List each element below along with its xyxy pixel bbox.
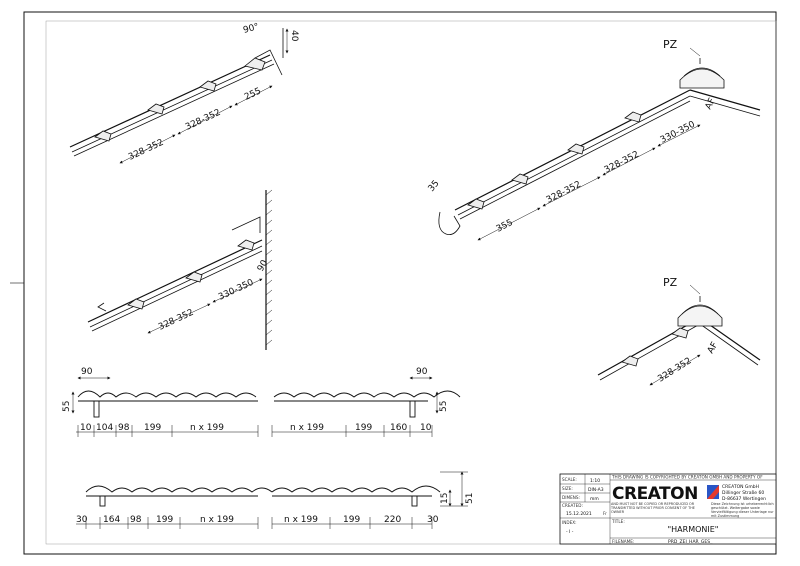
dim-top-left-c: 328-352	[127, 138, 165, 163]
row1-dim-2: 98	[118, 423, 130, 433]
row1-dim-8: 10	[420, 423, 432, 433]
row2-dim-7: 220	[384, 515, 401, 525]
row2-right-15: 15	[440, 493, 450, 504]
row2-dim-5: n x 199	[284, 515, 318, 525]
title-label: TITLE:	[611, 519, 625, 524]
scale-value: 1:10	[590, 478, 600, 484]
dim-top-left-h: 40	[289, 30, 299, 42]
callout-pz-top: PZ	[663, 38, 678, 51]
row1-dim-7: 160	[390, 423, 407, 433]
drawing-title: "HARMONIE"	[667, 525, 718, 534]
dim-top-left-angle: 90°	[242, 22, 260, 36]
detail-mid-left-roof	[87, 189, 273, 350]
size-label: SIZE:	[562, 486, 573, 491]
detail-top-left-roof	[69, 28, 284, 157]
scale-label: SCALE:	[562, 477, 577, 482]
right-legal-note: Diese Zeichnung ist urheberrechtlich ges…	[711, 502, 774, 518]
filename-label: FILENAME:	[612, 539, 634, 544]
created-value: 15.12.2021	[566, 511, 592, 517]
row2-tile-profile	[85, 485, 441, 507]
company-name: CREATON GmbH	[722, 484, 759, 490]
dim-top-left-a: 255	[243, 86, 263, 102]
row1-dim-4: n x 199	[190, 423, 224, 433]
copyright-note: THIS DRAWING IS COPYRIGHTED BY CREATON G…	[611, 475, 763, 480]
created-suffix: Fr	[603, 511, 607, 516]
dim-top-right-b: 328-352	[545, 180, 583, 206]
row2-dim-0: 30	[76, 515, 88, 525]
callout-af-top: AF	[704, 97, 718, 112]
row1-right-55: 55	[439, 401, 449, 412]
dim-top-left-b: 328-352	[184, 108, 222, 133]
dim-mid-left-b: 330-350	[217, 278, 256, 303]
dimens-label: DIMENS:	[562, 495, 580, 500]
dim-lines-row1	[71, 376, 439, 437]
row1-right-90: 90	[416, 367, 428, 377]
dimens-value: mm	[590, 497, 599, 502]
dim-lines-mid-left	[147, 278, 263, 334]
row1-dim-0: 10	[80, 423, 92, 433]
creaton-logo: CREATON	[612, 484, 719, 504]
dim-top-right-d: 330-350	[659, 120, 697, 146]
row1-left-55: 55	[62, 401, 72, 412]
row2-dim-1: 164	[103, 515, 120, 525]
title-block: SCALE: 1:10 SIZE: DIN-A3 DIMENS: mm CREA…	[559, 473, 777, 545]
filename-value: PRD_ZEI_HAR_GES_	[668, 539, 713, 545]
index-value: - I -	[566, 529, 574, 535]
row1-left-90: 90	[81, 367, 93, 377]
dim-top-right-eave: 35	[427, 179, 442, 194]
callout-af-bottom: AF	[706, 341, 720, 356]
dim-mid-left-c: 328-352	[157, 308, 195, 333]
created-label: CREATED:	[562, 503, 583, 508]
dim-lines-ridge	[649, 284, 701, 386]
row2-right-51: 51	[465, 493, 475, 504]
company-street: Dillinger Straße 60	[722, 490, 764, 496]
row2-dim-3: 199	[156, 515, 173, 525]
callout-pz-bottom: PZ	[663, 276, 678, 289]
row1-dim-1: 104	[96, 423, 113, 433]
size-value: DIN-A3	[588, 487, 604, 493]
company-city: D-86637 Wertingen	[722, 496, 766, 502]
dim-lines-row2	[76, 471, 468, 529]
detail-top-right-roof	[438, 58, 761, 236]
index-label: INDEX:	[562, 520, 577, 525]
row2-dim-8: 30	[427, 515, 439, 525]
dim-mid-left-a: 90	[256, 258, 271, 273]
dim-lines-top-left	[119, 28, 289, 164]
row2-dim-6: 199	[343, 515, 360, 525]
row1-dim-3: 199	[144, 423, 161, 433]
dim-lines-top-right	[477, 47, 701, 241]
left-legal-note: AND MUST NOT BE COPIED OR REPRODUCED OR …	[611, 502, 695, 514]
inner-border	[45, 20, 777, 545]
logo-text: CREATON	[612, 484, 698, 504]
dim-ridge-a: 328-352	[656, 356, 693, 384]
dim-top-right-a: 355	[495, 218, 515, 235]
row1-dim-5: n x 199	[290, 423, 324, 433]
row1-tile-profile	[77, 390, 461, 418]
detail-ridge	[597, 296, 761, 381]
row1-dim-6: 199	[355, 423, 372, 433]
dim-top-right-c: 328-352	[603, 150, 641, 176]
row2-dim-2: 98	[130, 515, 142, 525]
row2-dim-4: n x 199	[200, 515, 234, 525]
